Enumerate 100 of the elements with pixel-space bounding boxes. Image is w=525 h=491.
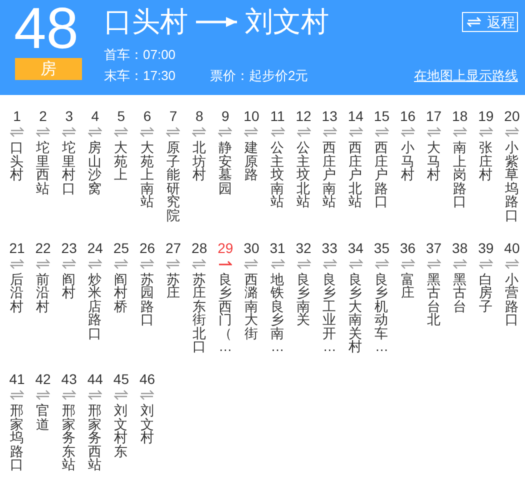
stop-number: 8 bbox=[195, 109, 204, 123]
stop-number: 28 bbox=[192, 240, 208, 254]
stop-name: 公主坟南站 bbox=[270, 141, 284, 209]
stop-number: 33 bbox=[322, 240, 338, 254]
stop-number: 46 bbox=[139, 372, 156, 386]
stop-number: 6 bbox=[143, 109, 152, 123]
arrow bbox=[196, 17, 237, 27]
return-trip-button: 返程 bbox=[462, 12, 518, 32]
stop-number: 12 bbox=[296, 109, 312, 123]
stop-number: 42 bbox=[35, 372, 51, 386]
stop-number: 32 bbox=[296, 240, 312, 254]
stop-name: 西庄户南站 bbox=[322, 141, 337, 209]
stop-name: 公主坟北站 bbox=[296, 141, 311, 209]
stop-number: 38 bbox=[452, 240, 468, 254]
stop-number: 44 bbox=[87, 372, 103, 386]
stop-name: 富庄 bbox=[400, 272, 415, 300]
stop-name: 良乡工业开… bbox=[322, 272, 337, 354]
stop-number: 20 bbox=[504, 109, 520, 123]
stop-number: 29 bbox=[218, 240, 234, 254]
stop-name: 官道 bbox=[36, 404, 50, 432]
stop-name: 邢家务东站 bbox=[62, 404, 76, 472]
stop-number: 11 bbox=[270, 109, 285, 123]
stop-name: 建原路 bbox=[244, 141, 258, 182]
stop-name: 小营路口 bbox=[504, 272, 519, 327]
stop-name: 坨里村口 bbox=[62, 141, 76, 196]
stop-name: 小马村 bbox=[400, 141, 415, 182]
stop-name: 后沿村 bbox=[10, 272, 24, 314]
stop-number: 18 bbox=[452, 109, 468, 123]
stop-number: 36 bbox=[400, 240, 416, 254]
stop-name: 大苑上 bbox=[114, 141, 128, 182]
stop-name: 黑古台北 bbox=[426, 272, 441, 327]
stop-number: 30 bbox=[244, 240, 260, 254]
stop-number: 9 bbox=[222, 109, 230, 123]
stop-name: 大马村 bbox=[426, 141, 441, 182]
stop-name: 邢家务西站 bbox=[88, 404, 102, 472]
stop-name: 良乡机动车… bbox=[374, 272, 389, 354]
stop-number: 3 bbox=[65, 109, 73, 123]
stop-name: 静安墓园 bbox=[218, 141, 232, 196]
stop-name: 地铁良乡南… bbox=[270, 272, 284, 354]
stop-name: 苏庄东街北口 bbox=[192, 272, 206, 354]
stop-name: 西潞南大街 bbox=[244, 272, 258, 340]
stop-number: 16 bbox=[400, 109, 416, 123]
stop-number: 41 bbox=[9, 372, 25, 386]
stop-name: 房山沙窝 bbox=[88, 141, 102, 196]
last-bus-time: 末车：17:30 bbox=[104, 69, 176, 82]
stop-number: 39 bbox=[478, 240, 494, 254]
stop-number: 4 bbox=[91, 109, 100, 123]
stop-name: 炒米店路口 bbox=[88, 272, 102, 340]
stop-number: 23 bbox=[61, 240, 77, 254]
stop-number: 24 bbox=[87, 240, 103, 254]
stop-name: 前沿村 bbox=[36, 272, 50, 314]
stop-number: 22 bbox=[35, 240, 51, 254]
route-number: 48 bbox=[14, 0, 79, 58]
stop-name: 口头村 bbox=[10, 141, 24, 182]
route-terminal-text: 刘文村 bbox=[237, 8, 337, 36]
stop-name: 南上岗路口 bbox=[452, 141, 467, 209]
stop-number: 37 bbox=[426, 240, 442, 254]
stop-name: 原子能研究院 bbox=[166, 141, 180, 223]
stop-number: 17 bbox=[426, 109, 442, 123]
stop-number: 10 bbox=[244, 109, 260, 123]
stop-number: 26 bbox=[139, 240, 156, 254]
stop-number: 35 bbox=[374, 240, 390, 254]
stop-number: 21 bbox=[9, 240, 25, 254]
stop-number: 1 bbox=[13, 109, 21, 123]
stop-number: 5 bbox=[117, 109, 126, 123]
first-bus-time: 首车：07:00 bbox=[104, 48, 176, 61]
stop-name: 黑古台 bbox=[452, 272, 467, 314]
stop-name: 良乡南关 bbox=[296, 272, 311, 327]
stop-name: 邢家坞路口 bbox=[10, 404, 24, 472]
stop-number: 13 bbox=[322, 109, 338, 123]
stop-name: 刘文村东 bbox=[114, 404, 128, 458]
stop-number: 45 bbox=[113, 372, 129, 386]
route-terminal-text: 口头村 bbox=[96, 8, 196, 36]
stop-number: 40 bbox=[504, 240, 520, 254]
stop-name: 良乡西门（… bbox=[218, 272, 232, 354]
stop-number: 14 bbox=[348, 109, 364, 123]
stop-number: 25 bbox=[113, 240, 129, 254]
stop-name: 阎村桥 bbox=[114, 272, 128, 314]
stop-name: 坨里西站 bbox=[36, 141, 50, 196]
stop-number: 19 bbox=[478, 109, 494, 123]
stop-name: 张庄村 bbox=[478, 141, 493, 182]
stop-name: 良乡大南关村 bbox=[348, 272, 363, 354]
stop-number: 43 bbox=[61, 372, 77, 386]
stop-name: 西庄户北站 bbox=[348, 141, 363, 209]
stop-name: 阎村 bbox=[62, 272, 76, 300]
stop-name: 大苑上南站 bbox=[140, 141, 154, 209]
stop-number: 31 bbox=[270, 240, 286, 254]
stop-number: 34 bbox=[348, 240, 364, 254]
route-type-tag: 房 bbox=[15, 58, 82, 80]
stop-number: 15 bbox=[374, 109, 390, 123]
stop-name: 北坊村 bbox=[192, 141, 206, 182]
stop-number: 27 bbox=[166, 240, 182, 254]
stop-number: 7 bbox=[169, 109, 178, 123]
stop-name: 小紫草坞路口 bbox=[504, 141, 519, 223]
stop-name: 白房子 bbox=[478, 272, 493, 314]
stop-number: 2 bbox=[39, 109, 47, 123]
stop-name: 苏庄 bbox=[166, 272, 180, 300]
map-route-link: 在地图上显示路线 bbox=[414, 69, 518, 82]
stop-name: 刘文村 bbox=[140, 404, 154, 445]
stop-name: 苏园路口 bbox=[140, 272, 154, 327]
